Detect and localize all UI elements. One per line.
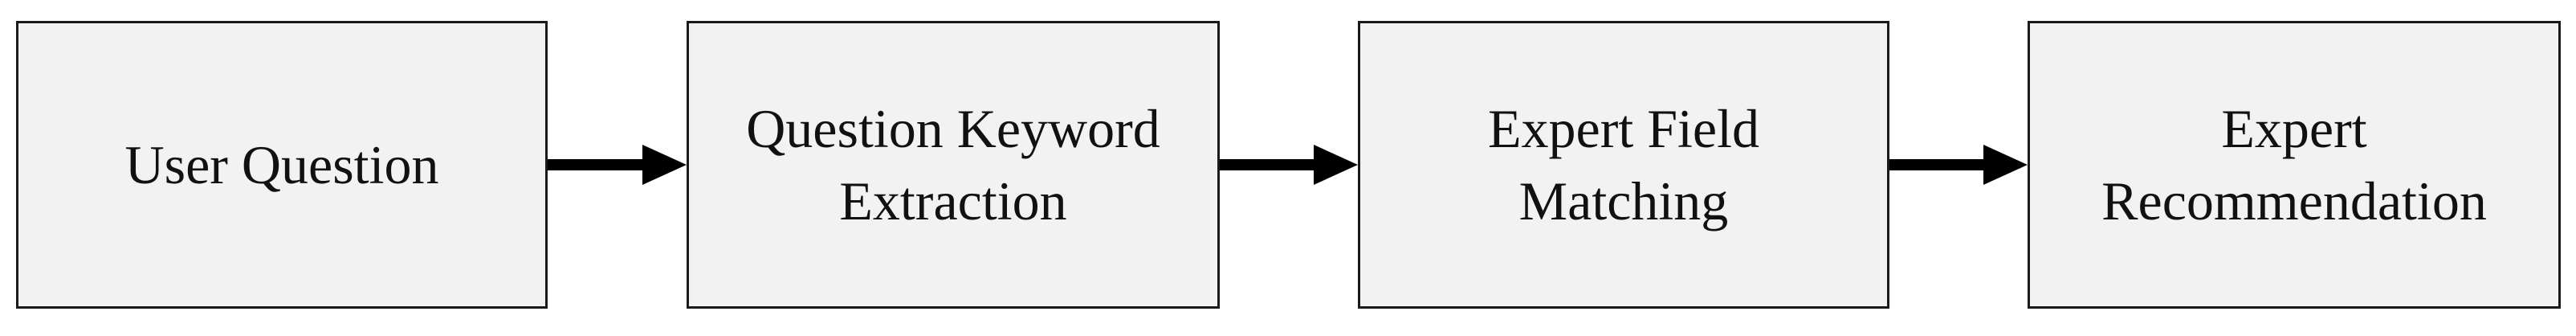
step-expert-recommendation: Expert Recommendation [2028, 21, 2561, 309]
step-label: Question Keyword Extraction [746, 98, 1160, 232]
arrow-right-icon [1220, 145, 1358, 185]
step-user-question: User Question [16, 21, 548, 309]
step-question-keyword-extraction: Question Keyword Extraction [687, 21, 1220, 309]
step-label: Expert Recommendation [2101, 98, 2487, 232]
step-label: User Question [124, 134, 439, 195]
arrow-right-icon [548, 145, 687, 185]
arrow-right-icon [1889, 145, 2028, 185]
step-label: Expert Field Matching [1487, 98, 1760, 232]
step-expert-field-matching: Expert Field Matching [1358, 21, 1889, 309]
